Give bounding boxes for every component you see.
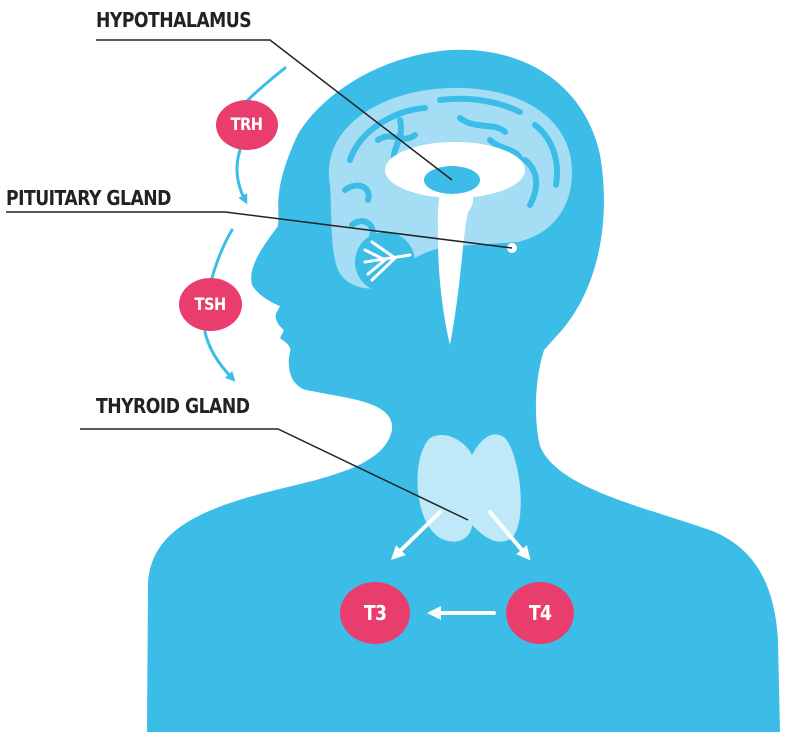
tsh-badge-label: TSH — [195, 295, 226, 315]
t3-badge-label: T3 — [364, 601, 387, 625]
t4-badge-label: T4 — [529, 601, 552, 625]
thyroid-gland-label: THYROID GLAND — [96, 394, 249, 418]
trh-badge-label: TRH — [231, 115, 263, 135]
t3-badge: T3 — [340, 582, 410, 644]
pituitary-gland-label: PITUITARY GLAND — [6, 186, 171, 210]
hypothalamus-label: HYPOTHALAMUS — [96, 8, 251, 32]
trh-arrow-lower — [237, 150, 245, 200]
trh-arrow-upper — [248, 68, 285, 100]
tsh-arrow-lower — [205, 332, 232, 378]
thyroid-gland — [418, 434, 521, 541]
tsh-badge: TSH — [179, 278, 242, 331]
trh-badge: TRH — [216, 100, 278, 150]
tsh-arrow-upper — [212, 230, 232, 278]
t4-badge: T4 — [506, 582, 574, 644]
